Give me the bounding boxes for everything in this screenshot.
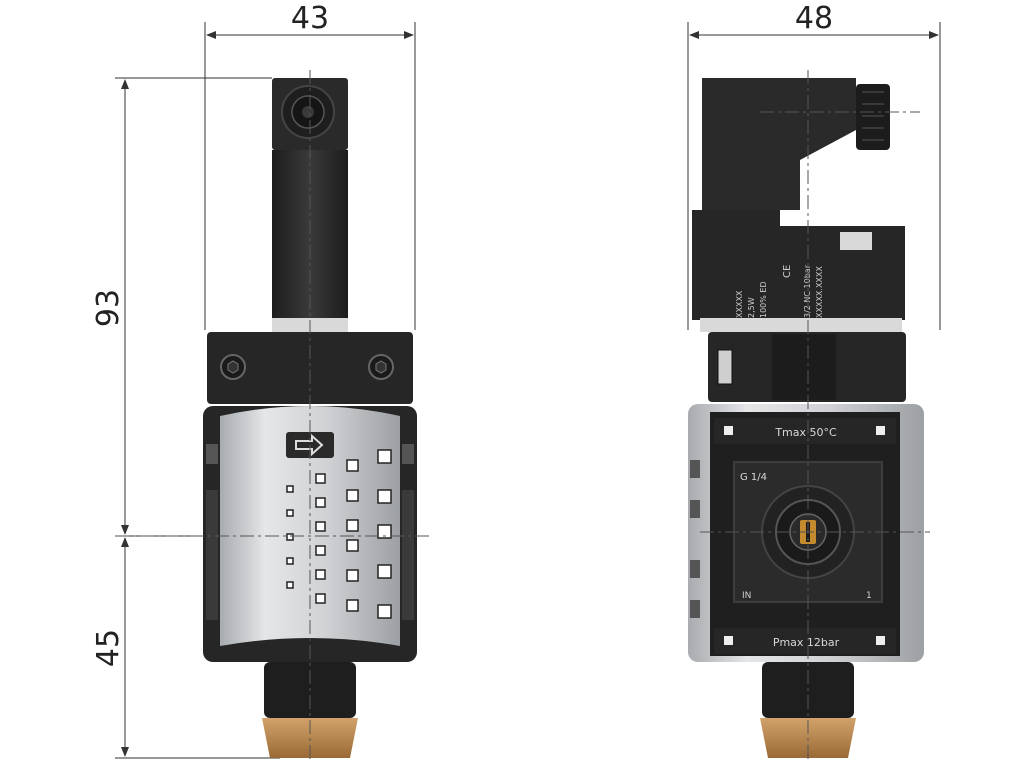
front-view xyxy=(115,70,430,760)
coil-code-1: XXXXX xyxy=(735,290,744,318)
coil-code-3: 100% ED xyxy=(759,281,768,318)
side-coil-markings: XXXXX 2,5W 100% ED CE 3/2 NC 10bar XXXXX… xyxy=(735,264,824,318)
port-in-label: IN xyxy=(742,591,751,601)
coil-code-4: 3/2 NC 10bar xyxy=(803,264,812,318)
flow-arrow-icon xyxy=(295,433,324,457)
front-square-pattern xyxy=(286,449,392,619)
pmax-label: Pmax 12bar xyxy=(773,636,840,649)
dim-front-width: 43 xyxy=(291,1,329,36)
dimension-lines xyxy=(115,22,941,759)
port-size-label: G 1/4 xyxy=(740,472,767,483)
ce-mark: CE xyxy=(782,265,793,278)
port-out-label: 1 xyxy=(866,591,872,601)
side-connector-plug xyxy=(702,78,856,210)
side-coil-label-plate xyxy=(840,232,872,250)
coil-code-2: 2,5W xyxy=(747,297,756,318)
dim-total-height: 93 xyxy=(91,289,126,327)
side-view: XXXXX 2,5W 100% ED CE 3/2 NC 10bar XXXXX… xyxy=(688,70,930,760)
dim-lower-height: 45 xyxy=(91,629,126,667)
side-tmax-bar xyxy=(714,418,896,444)
side-pmax-bar xyxy=(714,628,896,654)
tmax-label: Tmax 50°C xyxy=(774,426,837,439)
coil-code-5: XXXXX.XXXX xyxy=(815,266,824,318)
front-clamp-block xyxy=(207,332,413,404)
dim-side-width: 48 xyxy=(795,1,833,36)
side-cable-gland xyxy=(856,84,890,150)
side-coil-block xyxy=(692,210,905,320)
